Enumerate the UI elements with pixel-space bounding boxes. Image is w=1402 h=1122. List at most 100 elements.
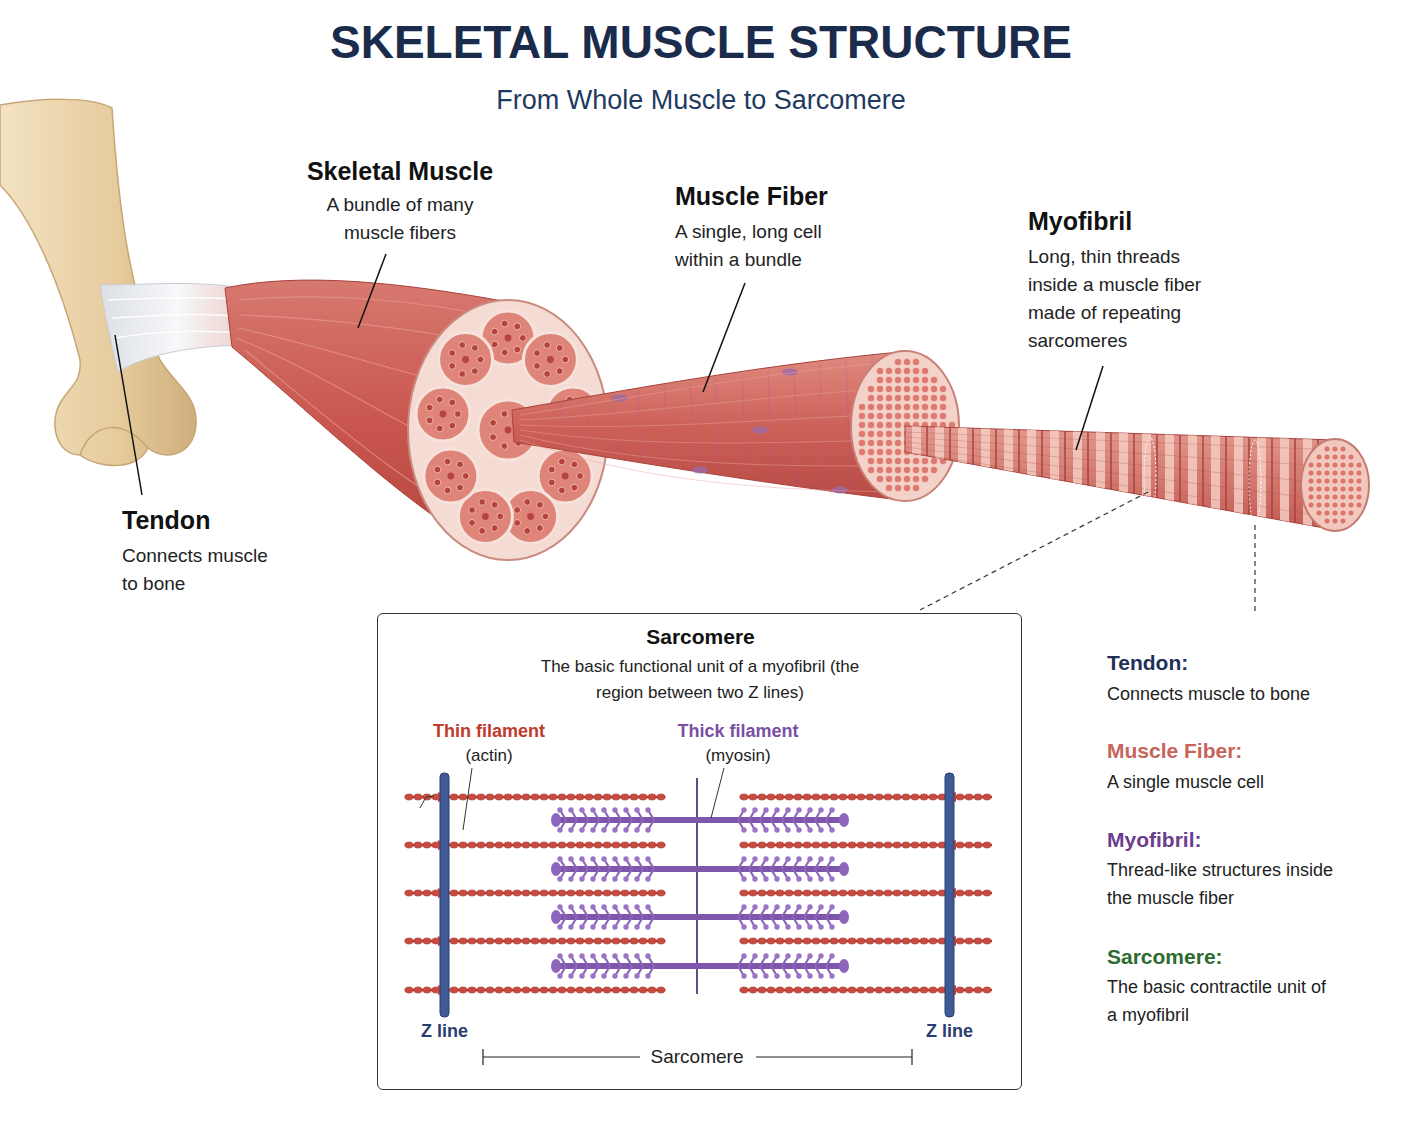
fiber-myofibril-ends: [858, 358, 956, 492]
myosin-head: [579, 973, 584, 978]
fiber-dot: [444, 458, 451, 465]
actin-bead: [929, 890, 937, 896]
actin-bead: [504, 842, 512, 848]
actin-bead: [956, 842, 964, 848]
myosin-head: [774, 856, 779, 861]
actin-bead: [866, 938, 874, 944]
fiber-dot: [524, 528, 531, 535]
fiber-dot: [562, 356, 569, 363]
myofibril-end: [885, 412, 893, 420]
fiber-dot: [490, 419, 497, 426]
fiber-dot: [505, 335, 512, 342]
myofilament-end: [1316, 470, 1322, 476]
part-name: Skeletal Muscle: [250, 156, 550, 186]
myosin-head: [634, 953, 639, 958]
actin-bead: [558, 842, 566, 848]
fiber-dot: [471, 345, 478, 352]
myofibril-end: [921, 412, 929, 420]
inset-background: [378, 614, 1021, 1089]
myofibril-end: [903, 484, 911, 492]
fiber-dot: [505, 427, 512, 434]
actin-bead: [540, 794, 548, 800]
myofibril-texture: [905, 437, 1335, 467]
myofibril-end: [903, 376, 911, 384]
myofibril-end: [930, 412, 938, 420]
myofibril-end: [939, 394, 947, 402]
myosin-head: [752, 953, 757, 958]
myosin-head: [741, 953, 746, 958]
actin-bead: [956, 987, 964, 993]
myofibril-end: [930, 466, 938, 474]
myosin-head: [612, 973, 617, 978]
myofilament-end: [1332, 486, 1338, 492]
fiber-dot: [469, 507, 476, 514]
myosin-head: [568, 953, 573, 958]
actin-bead: [495, 842, 503, 848]
actin-bead: [504, 890, 512, 896]
muscle-fiber-shape: [512, 352, 900, 500]
actin-bead: [594, 842, 602, 848]
fiber-dot: [571, 461, 578, 468]
myofilament-end: [1324, 510, 1330, 516]
actin-bead: [974, 890, 982, 896]
myofibril-ends: [1308, 446, 1362, 524]
myosin-head: [601, 827, 606, 832]
myosin-head: [829, 856, 834, 861]
actin-bead: [758, 890, 766, 896]
actin-bead: [911, 842, 919, 848]
actin-bead: [965, 938, 973, 944]
actin-bead: [812, 794, 820, 800]
myosin-head: [623, 856, 628, 861]
myofilament-end: [1340, 454, 1346, 460]
myofilament-end: [1332, 518, 1338, 524]
myofilament-end: [1316, 510, 1322, 516]
fiber-dot: [558, 458, 565, 465]
myofibril-end: [939, 385, 947, 393]
actin-bead: [477, 794, 485, 800]
dark-band: [1225, 420, 1226, 540]
fascicle: [439, 333, 493, 387]
myosin-head: [818, 973, 823, 978]
myofibril-end: [912, 475, 920, 483]
actin-bead: [630, 938, 638, 944]
myofibril-end: [885, 430, 893, 438]
part-description: A single, long cell within a bundle: [675, 218, 860, 274]
myosin-head: [568, 856, 573, 861]
actin-bead: [630, 987, 638, 993]
myosin-head: [818, 904, 823, 909]
myofibril-end: [894, 367, 902, 375]
fiber-dot: [449, 422, 456, 429]
actin-bead: [785, 890, 793, 896]
myofibril-texture: [905, 432, 1335, 450]
actin-bead: [902, 938, 910, 944]
myofibril-end: [930, 385, 938, 393]
myofibril-end: [912, 412, 920, 420]
actin-bead: [740, 987, 748, 993]
actin-bead: [603, 938, 611, 944]
fiber-dot: [501, 411, 508, 418]
actin-bead: [983, 938, 991, 944]
actin-bead: [648, 842, 656, 848]
actin-bead: [749, 938, 757, 944]
actin-bead: [902, 890, 910, 896]
fiber-texture: [520, 388, 898, 420]
myofibril-end: [876, 421, 884, 429]
myofibril-end: [885, 367, 893, 375]
myosin-head: [785, 924, 790, 929]
myofibril-end: [876, 439, 884, 447]
myofilament-end: [1308, 462, 1314, 468]
part-name: Muscle Fiber: [675, 181, 828, 211]
myosin-head: [785, 953, 790, 958]
actin-bead: [776, 938, 784, 944]
myosin-head: [774, 827, 779, 832]
myosin-head: [807, 856, 812, 861]
myosin-head: [752, 856, 757, 861]
dark-band: [1110, 420, 1111, 540]
actin-bead: [884, 987, 892, 993]
m-line: [696, 778, 698, 994]
actin-bead: [657, 842, 665, 848]
myosin-head: [763, 827, 768, 832]
actin-bead: [585, 938, 593, 944]
myosin-head: [568, 876, 573, 881]
myosin-head: [623, 807, 628, 812]
